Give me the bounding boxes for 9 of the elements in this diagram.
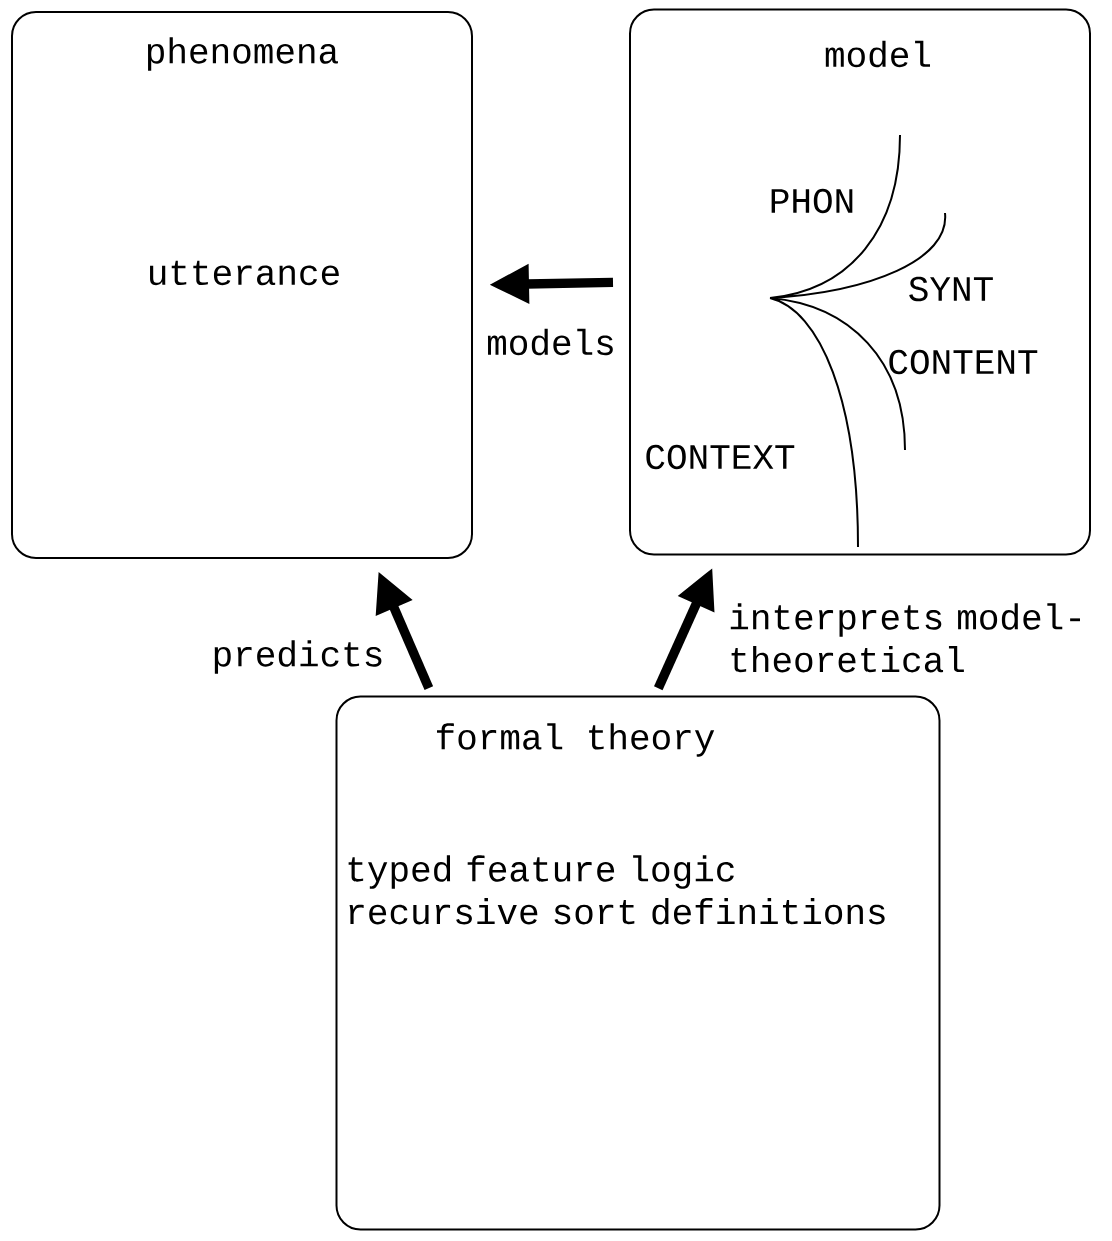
panel-box: phenomena utterance	[11, 11, 473, 559]
edge-label: models	[487, 328, 613, 356]
edge-label: predicts	[214, 640, 382, 674]
edge-label: interprets model-theoretical	[730, 603, 1080, 673]
tree-label: PHON	[771, 188, 853, 214]
tree-label: CONTEXT	[646, 444, 795, 470]
tree-label: CONTENT	[889, 349, 1038, 375]
panel-box: formal theory typed feature logic recursive sort definitions	[335, 695, 941, 1231]
tree-label: SYNT	[909, 276, 993, 302]
